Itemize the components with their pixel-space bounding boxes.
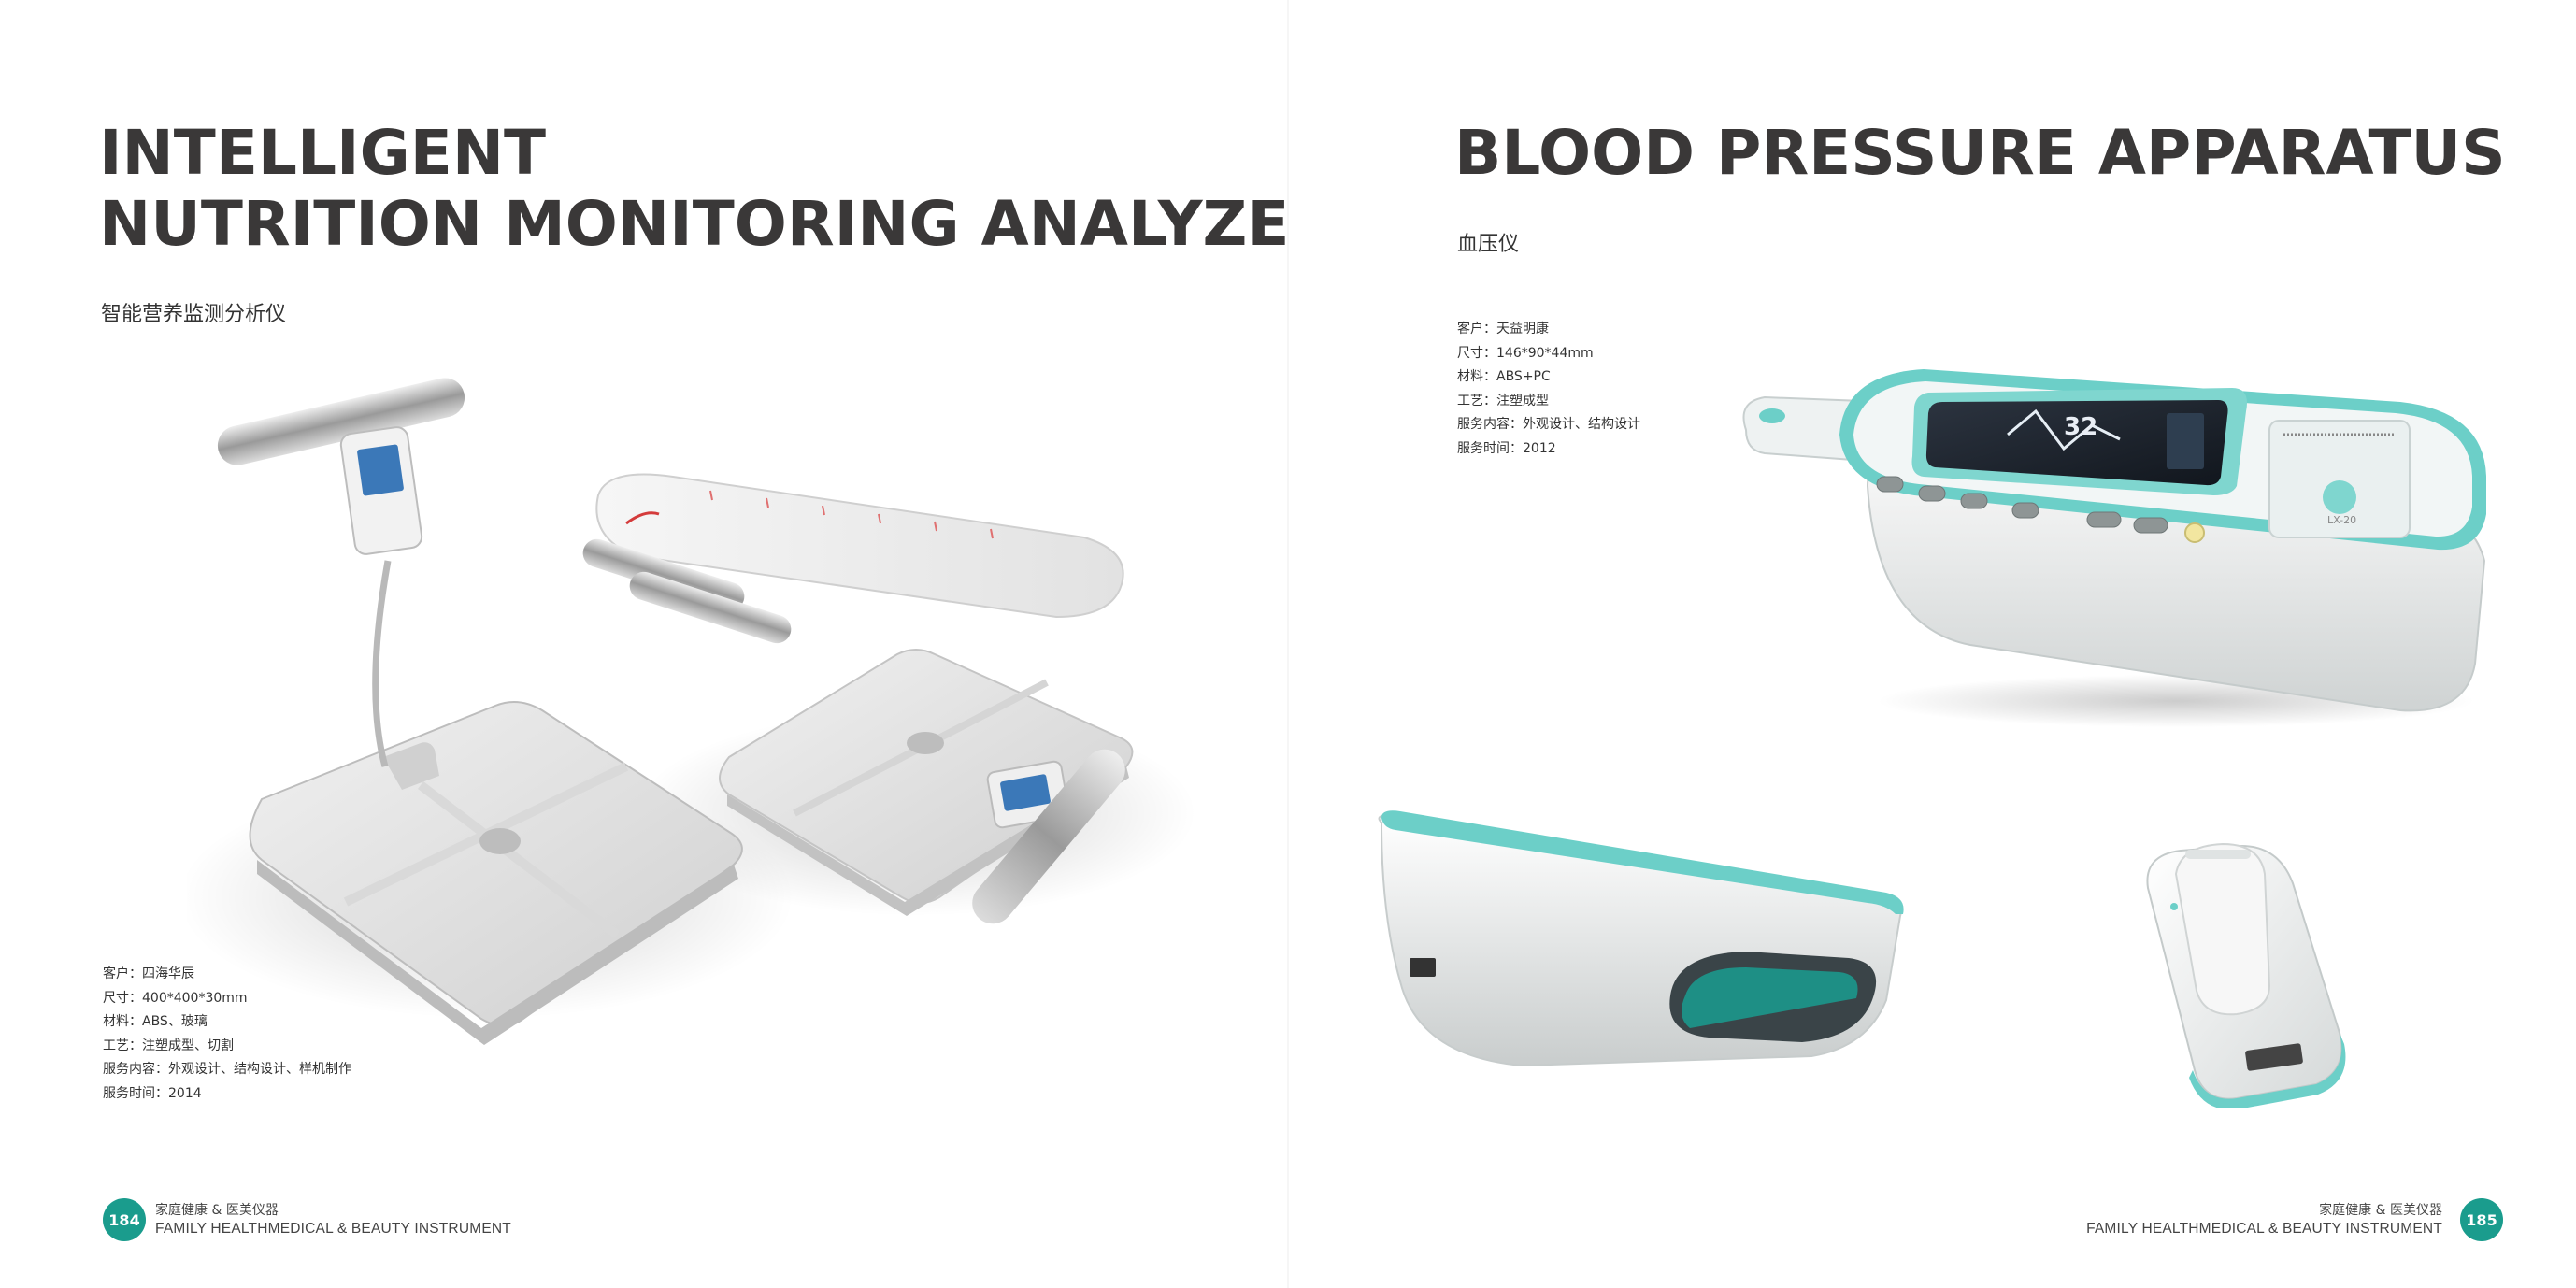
device-screen — [1925, 400, 2228, 486]
page-title-left: INTELLIGENT NUTRITION MONITORING ANALYZE… — [99, 118, 1288, 260]
device-model-label: LX-20 — [2327, 514, 2356, 526]
spec-year: 服务时间：2012 — [1457, 440, 1556, 456]
footer-category-cn: 家庭健康 & 医美仪器 — [155, 1203, 279, 1218]
spec-year: 服务时间：2014 — [103, 1085, 202, 1101]
spec-services: 服务内容：外观设计、结构设计 — [1457, 417, 1640, 432]
spec-size: 尺寸：146*90*44mm — [1457, 345, 1594, 361]
spec-client: 客户：天益明康 — [1457, 322, 1549, 336]
footer-category-cn: 家庭健康 & 医美仪器 — [2319, 1203, 2442, 1218]
spec-process: 工艺：注塑成型 — [1457, 393, 1549, 408]
spec-material: 材料：ABS、玻璃 — [103, 1014, 208, 1029]
footer-category-en: FAMILY HEALTHMEDICAL & BEAUTY INSTRUMENT — [2086, 1221, 2442, 1237]
page-title-right: BLOOD PRESSURE APPARATUS — [1454, 117, 2506, 189]
specs-left: 客户：四海华辰 尺寸：400*400*30mm 材料：ABS、玻璃 工艺：注塑成… — [103, 963, 351, 1106]
subtitle-right: 血压仪 — [1457, 233, 1520, 256]
title-line-2: NUTRITION MONITORING ANALYZER — [99, 188, 1288, 260]
page-number-badge-left: 184 — [103, 1198, 146, 1241]
page-number-badge-right: 185 — [2460, 1198, 2503, 1241]
nutrition-analyzer-illustration — [187, 378, 1196, 1045]
spec-process: 工艺：注塑成型、切割 — [103, 1038, 234, 1053]
subtitle-left: 智能营养监测分析仪 — [101, 303, 287, 326]
spec-services: 服务内容：外观设计、结构设计、样机制作 — [103, 1062, 351, 1077]
right-page: BLOOD PRESSURE APPARATUS 血压仪 客户：天益明康 尺寸：… — [1288, 0, 2576, 1288]
blood-pressure-side-view — [1378, 810, 1904, 1067]
spec-client: 客户：四海华辰 — [103, 966, 194, 981]
measuring-board — [595, 473, 1124, 619]
left-page: INTELLIGENT NUTRITION MONITORING ANALYZE… — [99, 118, 1288, 1241]
footer-left: 家庭健康 & 医美仪器 FAMILY HEALTHMEDICAL & BEAUT… — [155, 1202, 511, 1238]
footer-category-en: FAMILY HEALTHMEDICAL & BEAUTY INSTRUMENT — [155, 1221, 511, 1237]
footer-right: 家庭健康 & 医美仪器 FAMILY HEALTHMEDICAL & BEAUT… — [2086, 1202, 2442, 1238]
portable-clip-device — [2146, 842, 2346, 1108]
blood-pressure-device-illustration: 32 LX-20 — [1742, 369, 2486, 727]
svg-text:32: 32 — [2064, 413, 2097, 441]
spec-size: 尺寸：400*400*30mm — [103, 990, 248, 1006]
page-gutter — [1287, 0, 1289, 1288]
specs-right: 客户：天益明康 尺寸：146*90*44mm 材料：ABS+PC 工艺：注塑成型… — [1457, 318, 1640, 461]
handle-bar — [217, 378, 465, 465]
spec-material: 材料：ABS+PC — [1457, 369, 1551, 384]
title-line-1: INTELLIGENT — [99, 117, 547, 189]
